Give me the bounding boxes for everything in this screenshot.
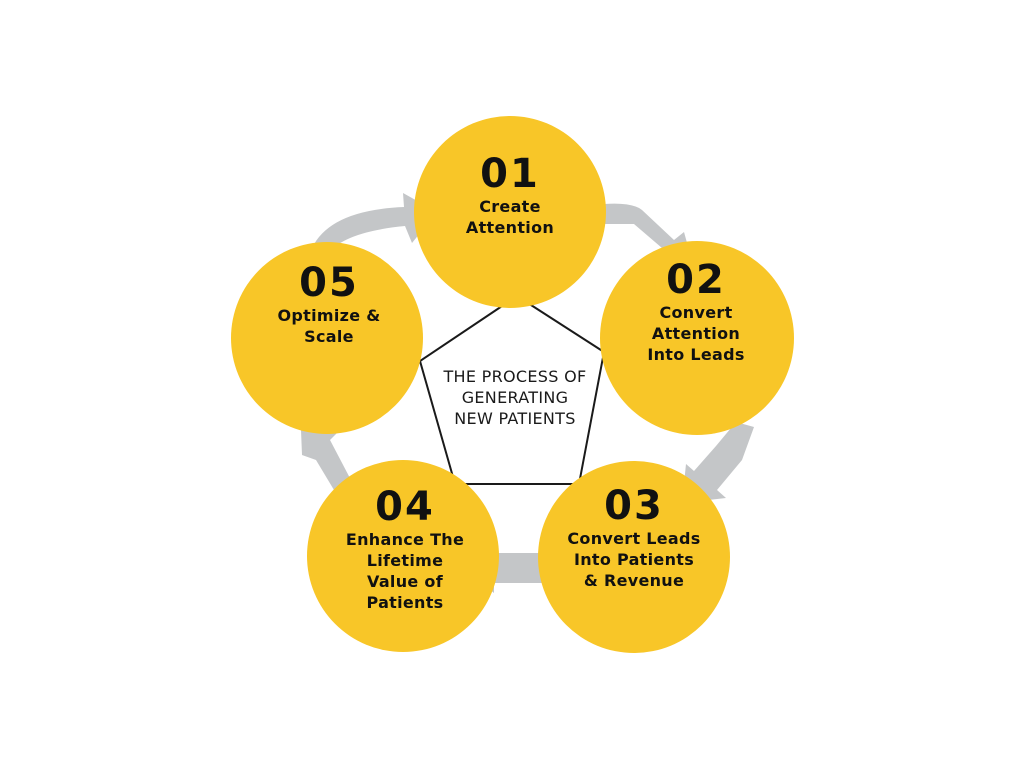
step-label: Convert Attention Into Leads xyxy=(611,302,781,365)
step-label-line: Value of xyxy=(367,572,443,591)
step-02-circle xyxy=(600,241,794,435)
step-01-circle xyxy=(414,116,606,308)
arrow-02-to-03-icon xyxy=(682,422,754,503)
center-title-line: GENERATING xyxy=(461,388,569,407)
step-04-circle xyxy=(307,460,499,652)
step-05: 05 Optimize & Scale xyxy=(244,261,414,347)
center-title-line: THE PROCESS OF xyxy=(443,367,587,386)
step-label-line: Into Patients xyxy=(573,550,695,569)
step-label-line: Enhance The xyxy=(345,530,465,549)
step-label: Convert Leads Into Patients & Revenue xyxy=(549,528,719,591)
step-label-line: Attention xyxy=(465,218,555,237)
step-number: 02 xyxy=(666,257,726,303)
step-number: 03 xyxy=(604,483,664,529)
step-number: 05 xyxy=(299,260,359,306)
step-label-line: Lifetime xyxy=(366,551,444,570)
step-04: 04 Enhance The Lifetime Value of Patient… xyxy=(320,485,490,613)
step-label-line: Into Leads xyxy=(647,345,745,364)
step-label-line: Convert xyxy=(659,303,733,322)
step-label: Create Attention xyxy=(425,196,595,238)
step-03-circle xyxy=(538,461,730,653)
center-title-line: NEW PATIENTS xyxy=(454,409,576,428)
center-pentagon xyxy=(418,294,606,485)
step-label: Enhance The Lifetime Value of Patients xyxy=(320,529,490,613)
step-number: 04 xyxy=(375,484,435,530)
step-number: 01 xyxy=(480,151,540,197)
step-label-line: Create xyxy=(479,197,541,216)
step-label-line: & Revenue xyxy=(583,571,685,590)
step-02: 02 Convert Attention Into Leads xyxy=(611,258,781,365)
step-05-circle xyxy=(231,242,423,434)
step-label-line: Optimize & xyxy=(277,306,381,325)
step-03: 03 Convert Leads Into Patients & Revenue xyxy=(549,484,719,591)
center-title: THE PROCESS OF GENERATING NEW PATIENTS xyxy=(420,366,610,429)
step-label-line: Convert Leads xyxy=(567,529,701,548)
step-label-line: Scale xyxy=(304,327,354,346)
step-label: Optimize & Scale xyxy=(244,305,414,347)
arrow-05-to-01-icon xyxy=(312,193,437,256)
step-01: 01 Create Attention xyxy=(425,152,595,238)
step-label-line: Attention xyxy=(651,324,741,343)
step-label-line: Patients xyxy=(366,593,444,612)
